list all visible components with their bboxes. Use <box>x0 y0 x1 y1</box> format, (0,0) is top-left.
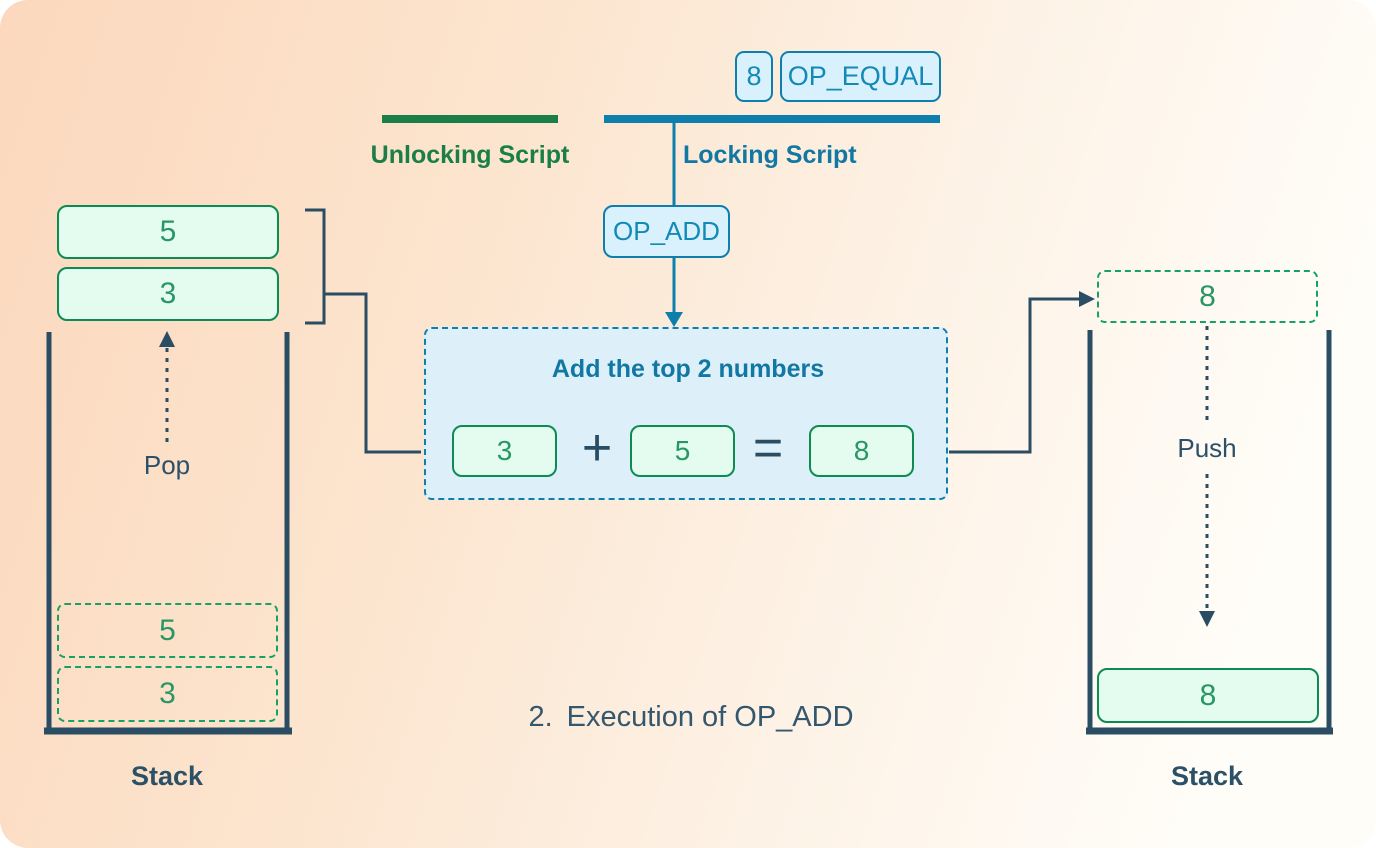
operand-right-box: 5 <box>630 425 735 477</box>
locking-script-bar <box>604 115 940 123</box>
locking-token-op-equal-label: OP_EQUAL <box>787 61 934 91</box>
locking-token-op-equal: OP_EQUAL <box>780 51 941 102</box>
right-stack-label: Stack <box>1170 761 1244 791</box>
popped-item-3-value: 3 <box>159 277 177 310</box>
unlocking-script-bar <box>382 115 558 123</box>
ghost-item-5: 5 <box>57 603 278 658</box>
locking-token-8-label: 8 <box>746 61 762 91</box>
operand-left-value: 3 <box>496 435 513 466</box>
popped-item-5-value: 5 <box>159 215 177 248</box>
incoming-item-8-value: 8 <box>1199 279 1216 313</box>
push-label: Push <box>1177 433 1237 463</box>
pop-label: Pop <box>143 450 191 480</box>
operand-right-value: 5 <box>674 435 691 466</box>
caption-number: 2. <box>528 701 553 733</box>
stack-item-8-value: 8 <box>1199 678 1217 712</box>
pop-arrowhead-icon <box>159 331 175 347</box>
pop-bracket <box>305 208 326 325</box>
operation-title: Add the top 2 numbers <box>551 355 825 383</box>
operand-left-box: 3 <box>452 425 557 477</box>
locking-token-8: 8 <box>735 51 773 102</box>
ghost-item-3-value: 3 <box>159 677 176 710</box>
locking-script-label: Locking Script <box>683 141 857 169</box>
popped-item-5: 5 <box>57 205 279 259</box>
plus-icon: + <box>581 419 613 477</box>
popped-item-3: 3 <box>57 267 279 321</box>
op-add-label: OP_ADD <box>613 216 720 246</box>
down-arrowhead-icon <box>665 312 683 327</box>
result-value: 8 <box>853 435 870 466</box>
equals-icon: = <box>752 419 784 477</box>
result-box: 8 <box>809 425 914 477</box>
right-connector-line <box>949 297 1079 454</box>
right-arrowhead-icon <box>1079 291 1095 307</box>
stack-item-8: 8 <box>1097 668 1319 723</box>
ghost-item-5-value: 5 <box>159 613 176 647</box>
caption: 2. Execution of OP_ADD <box>441 701 941 734</box>
operation-panel: Add the top 2 numbers 3 + 5 = 8 <box>424 327 948 500</box>
op-add-box: OP_ADD <box>603 205 730 258</box>
caption-text: Execution of OP_ADD <box>566 701 854 733</box>
left-connector-line <box>324 292 421 454</box>
push-arrowhead-icon <box>1199 611 1215 627</box>
left-stack-label: Stack <box>130 761 204 791</box>
incoming-item-8: 8 <box>1097 270 1318 323</box>
unlocking-script-label: Unlocking Script <box>370 141 570 169</box>
ghost-item-3: 3 <box>57 666 278 722</box>
